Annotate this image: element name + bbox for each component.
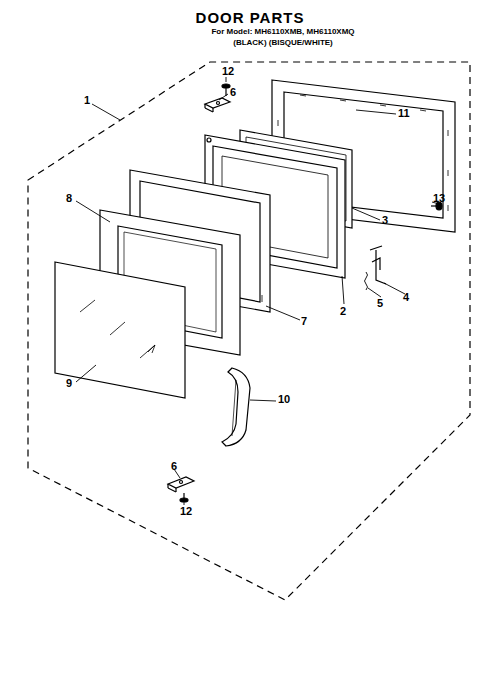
callout-number: 12 — [222, 66, 234, 77]
color-line: (BLACK) (BISQUE/WHITE) — [233, 39, 333, 47]
door-handle — [222, 368, 250, 446]
hinge — [168, 477, 194, 492]
hinge — [205, 98, 230, 112]
callout-number: 1 — [84, 95, 90, 106]
diagram-title: DOOR PARTS — [196, 10, 305, 25]
callout-number: 3 — [382, 215, 388, 226]
callout-number: 9 — [66, 378, 72, 389]
model-line: For Model: MH6110XMB, MH6110XMQ — [211, 28, 354, 36]
callout-number: 8 — [66, 193, 72, 204]
leader-lines — [76, 77, 439, 505]
callout-number: 2 — [340, 306, 346, 317]
latch-spring — [365, 272, 368, 290]
callout-number: 13 — [433, 193, 445, 204]
callout-number: 6 — [230, 87, 236, 98]
door-glass — [55, 262, 185, 398]
assembly-boundary — [28, 62, 470, 600]
callout-number: 12 — [180, 506, 192, 517]
callout-number: 6 — [171, 461, 177, 472]
callout-number: 11 — [398, 108, 410, 119]
callout-number: 10 — [278, 394, 290, 405]
callout-number: 7 — [301, 316, 307, 327]
callout-number: 4 — [403, 292, 409, 303]
screw — [222, 84, 230, 96]
screw — [180, 493, 188, 502]
callout-number: 5 — [377, 298, 383, 309]
latch-bracket — [370, 246, 386, 284]
